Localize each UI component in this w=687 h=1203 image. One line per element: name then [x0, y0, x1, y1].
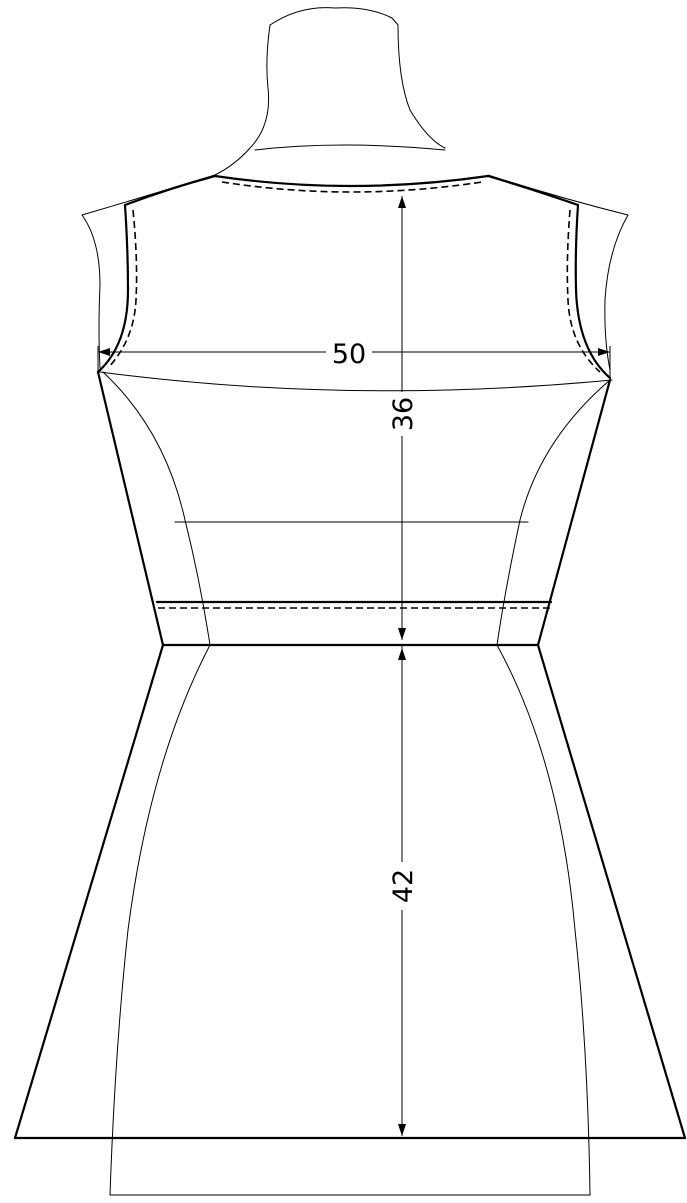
bodice-left-side-seam	[96, 370, 165, 647]
mannequin-outline	[81, 7, 629, 1196]
skirt-length-label: 42	[388, 869, 419, 903]
mannequin-neck	[269, 7, 446, 149]
bodice-neckline	[123, 174, 580, 207]
dimension-bodice-length: 36	[388, 196, 419, 640]
dimension-bust-width: 50	[97, 336, 611, 380]
bodice-right-side-seam	[536, 378, 612, 647]
mannequin-bust-curve	[99, 371, 613, 392]
skirt	[13, 643, 687, 1140]
dimension-skirt-length: 42	[388, 645, 419, 1136]
skirt-right-side	[536, 643, 687, 1140]
skirt-left-side	[13, 643, 165, 1140]
mannequin-right-shoulder	[487, 174, 629, 371]
mannequin-left-shoulder	[81, 174, 216, 369]
bodice-left-armhole	[96, 203, 130, 374]
bodice	[96, 174, 612, 647]
bust-width-label: 50	[332, 339, 366, 370]
bodice-right-armhole	[574, 203, 612, 380]
bodice-length-label: 36	[388, 397, 419, 431]
